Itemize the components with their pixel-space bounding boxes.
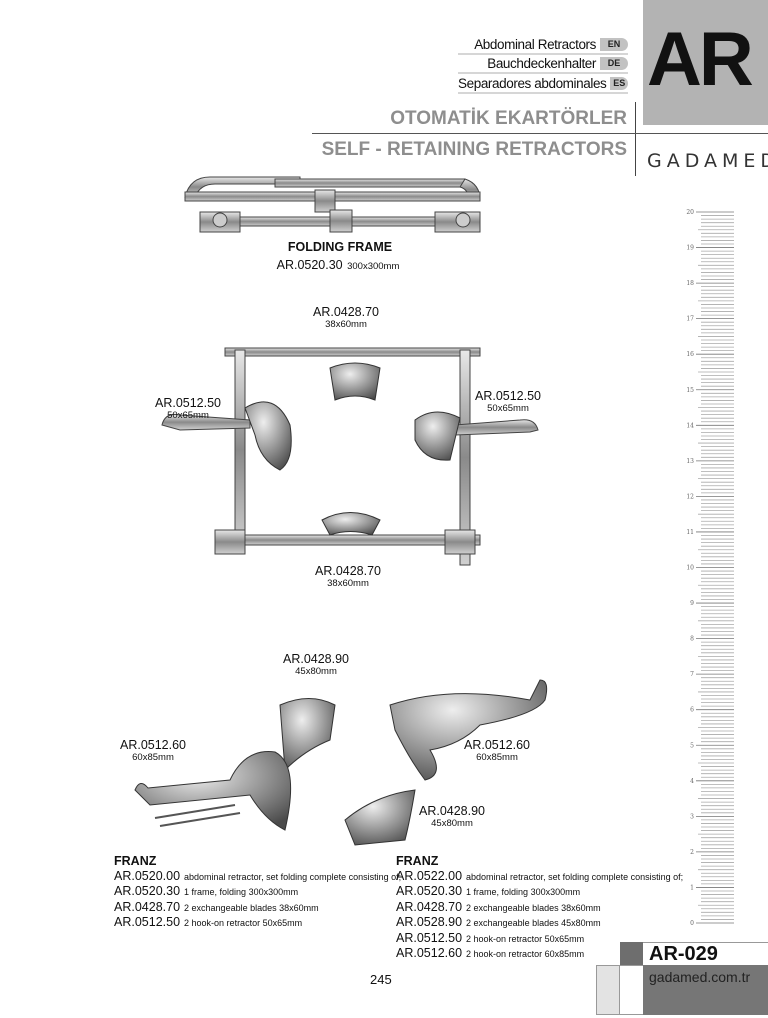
assembled-retractor-image <box>161 347 539 566</box>
product-code: AR.0428.70 <box>312 305 380 319</box>
ruler-label: 13 <box>686 458 694 465</box>
language-badge: EN <box>600 37 628 51</box>
ruler-label: 18 <box>686 280 694 287</box>
blade-large-top-label: AR.0428.90 45x80mm <box>282 652 350 677</box>
ruler-label: 4 <box>690 778 694 785</box>
ruler-label: 11 <box>686 529 694 536</box>
language-name: Bauchdeckenhalter <box>487 55 596 71</box>
product-size: 50x65mm <box>167 409 209 421</box>
ruler-label: 7 <box>690 671 694 678</box>
ruler-label: 10 <box>686 565 694 572</box>
language-row-es: Separadores abdominales ES <box>458 74 628 94</box>
title-turkish: OTOMATİK EKARTÖRLER <box>390 108 627 129</box>
blade-bottom-label: AR.0428.70 38x60mm <box>314 564 382 589</box>
product-size: 38x60mm <box>327 577 369 589</box>
product-code: AR.0512.50 <box>474 389 542 403</box>
blade-large-bottom-label: AR.0428.90 45x80mm <box>418 804 486 829</box>
ruler-label: 20 <box>686 209 694 216</box>
language-name: Abdominal Retractors <box>474 36 596 52</box>
page-number: 245 <box>370 972 392 987</box>
divider-vertical <box>635 102 636 176</box>
language-name: Separadores abdominales <box>458 75 607 91</box>
language-badge: DE <box>600 56 628 70</box>
product-code: AR.0520.30 <box>276 258 343 272</box>
ruler-label: 0 <box>690 920 694 927</box>
set-name: FRANZ <box>114 854 157 868</box>
product-size: 50x65mm <box>487 402 529 414</box>
language-row-en: Abdominal Retractors EN <box>458 35 628 55</box>
ruler-label: 2 <box>690 849 694 856</box>
ruler-label: 12 <box>686 493 694 500</box>
product-size: 45x80mm <box>431 817 473 829</box>
footer-block <box>596 965 620 1015</box>
website-link[interactable]: gadamed.com.tr <box>643 965 768 1015</box>
footer-block <box>620 965 643 1015</box>
language-row-de: Bauchdeckenhalter DE <box>458 54 628 74</box>
folding-frame-image <box>184 176 481 233</box>
ruler-label: 3 <box>690 813 694 820</box>
product-size: 45x80mm <box>295 665 337 677</box>
product-code: AR.0512.50 <box>154 396 222 410</box>
set-name: FRANZ <box>396 854 439 868</box>
brand-logo: GADAMED <box>647 150 768 172</box>
product-code: AR.0428.90 <box>282 652 350 666</box>
ruler-label: 1 <box>690 884 694 891</box>
hook-left-label: AR.0512.50 50x65mm <box>154 396 222 421</box>
ruler-label: 8 <box>690 636 694 643</box>
product-size: 38x60mm <box>325 318 367 330</box>
hook-large-right-label: AR.0512.60 60x85mm <box>463 738 531 763</box>
divider-horizontal <box>312 133 768 134</box>
large-retractor-parts-image <box>134 679 548 846</box>
product-code: AR.0512.60 <box>463 738 531 752</box>
hook-right-label: AR.0512.50 50x65mm <box>474 389 542 414</box>
ruler-label: 19 <box>686 245 694 252</box>
product-size: 60x85mm <box>132 751 174 763</box>
ruler-label: 9 <box>690 600 694 607</box>
section-tab <box>643 0 768 125</box>
product-code: AR.0512.60 <box>119 738 187 752</box>
ruler-label: 6 <box>690 707 694 714</box>
page-code: AR-029 <box>643 942 768 965</box>
product-size: 60x85mm <box>476 751 518 763</box>
product-size: 300x300mm <box>347 261 400 272</box>
folding-frame-label: AR.0520.30 300x300mm <box>277 256 400 274</box>
hook-large-left-label: AR.0512.60 60x85mm <box>119 738 187 763</box>
blade-top-label: AR.0428.70 38x60mm <box>312 305 380 330</box>
language-badge: ES <box>610 76 628 90</box>
folding-frame-name: FOLDING FRAME <box>287 240 393 254</box>
ruler-label: 16 <box>686 351 694 358</box>
footer-block <box>620 942 643 965</box>
ruler-label: 15 <box>686 387 694 394</box>
section-code: AR <box>647 17 754 102</box>
ruler-label: 5 <box>690 742 694 749</box>
product-code: AR.0428.70 <box>314 564 382 578</box>
ruler-label: 14 <box>686 422 694 429</box>
product-code: AR.0428.90 <box>418 804 486 818</box>
ruler-label: 17 <box>686 316 694 323</box>
title-english: SELF - RETAINING RETRACTORS <box>321 139 627 160</box>
